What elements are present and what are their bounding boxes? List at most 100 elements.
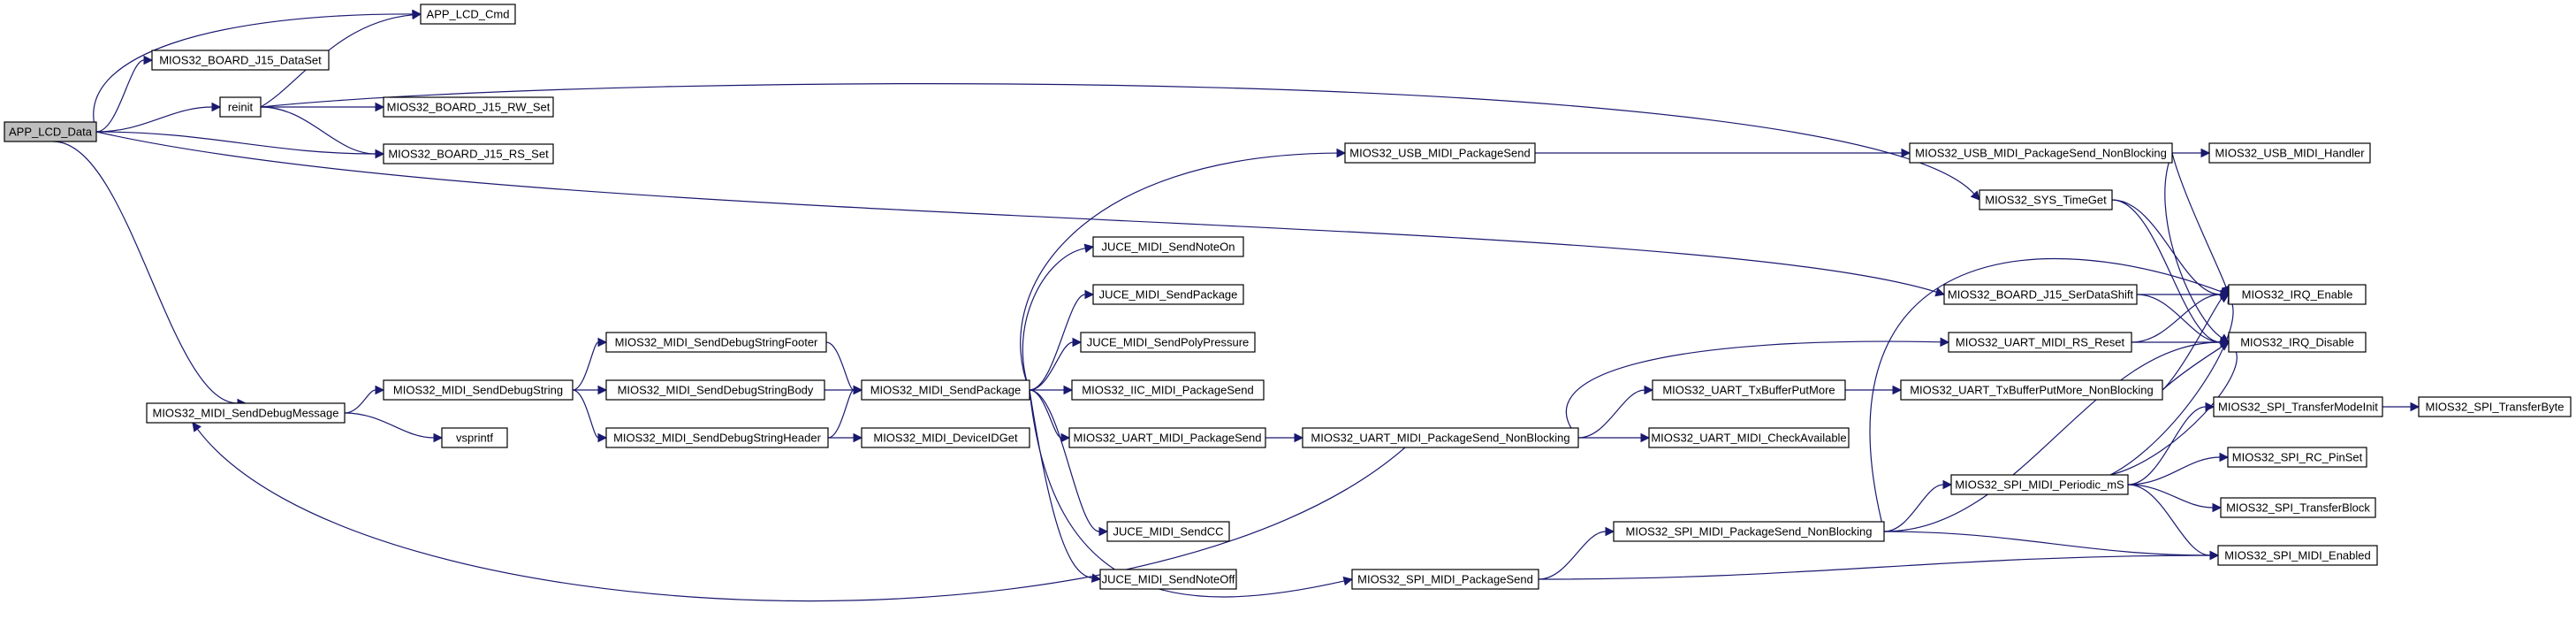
edge-app_lcd_data-to-j15_serdatashift — [95, 131, 1946, 297]
node-uart-tx-put-more[interactable]: MIOS32_UART_TxBufferPutMore — [1652, 379, 1846, 401]
node-send-debug-string[interactable]: MIOS32_MIDI_SendDebugString — [383, 379, 574, 401]
node-send-debug-message[interactable]: MIOS32_MIDI_SendDebugMessage — [146, 402, 346, 424]
node-debug-footer[interactable]: MIOS32_MIDI_SendDebugStringFooter — [605, 332, 827, 353]
edge-send_package-to-uart_package_send — [1029, 389, 1071, 443]
edge-spi_periodic-to-spi_rc_pinset — [2127, 452, 2230, 486]
node-debug-header[interactable]: MIOS32_MIDI_SendDebugStringHeader — [605, 427, 829, 448]
edge-send_debug_string-to-debug_body — [573, 385, 608, 395]
node-label: MIOS32_UART_TxBufferPutMore_NonBlocking — [1910, 384, 2154, 397]
node-uart-check-available[interactable]: MIOS32_UART_MIDI_CheckAvailable — [1648, 427, 1850, 448]
node-sys-time-get[interactable]: MIOS32_SYS_TimeGet — [1979, 189, 2113, 210]
node-spi-package-send-nb[interactable]: MIOS32_SPI_MIDI_PackageSend_NonBlocking — [1613, 521, 1885, 542]
node-label: MIOS32_USB_MIDI_PackageSend — [1349, 147, 1531, 160]
node-label: MIOS32_UART_MIDI_RS_Reset — [1956, 336, 2125, 349]
node-j15-dataset[interactable]: MIOS32_BOARD_J15_DataSet — [151, 50, 330, 71]
node-spi-transfer-byte[interactable]: MIOS32_SPI_TransferByte — [2418, 396, 2572, 417]
node-reinit[interactable]: reinit — [219, 96, 262, 118]
node-label: MIOS32_BOARD_J15_RW_Set — [387, 101, 551, 114]
node-box — [2208, 142, 2371, 164]
edge-debug_footer-to-send_package — [825, 341, 863, 395]
node-juce-poly[interactable]: JUCE_MIDI_SendPolyPressure — [1080, 332, 1256, 353]
node-spi-rc-pinset[interactable]: MIOS32_SPI_RC_PinSet — [2227, 447, 2367, 468]
node-label: MIOS32_BOARD_J15_RS_Set — [388, 148, 549, 161]
node-box — [383, 379, 574, 401]
edge-spi_periodic-to-spi_transfer_block — [2127, 484, 2223, 513]
node-box — [1900, 379, 2163, 401]
node-juce-note-on[interactable]: JUCE_MIDI_SendNoteOn — [1092, 236, 1244, 257]
node-app-lcd-data: APP_LCD_Data — [4, 121, 97, 142]
node-spi-transfer-block[interactable]: MIOS32_SPI_TransferBlock — [2220, 497, 2376, 518]
node-label: MIOS32_MIDI_SendDebugStringHeader — [613, 432, 822, 445]
call-edges — [52, 9, 2420, 602]
edge-app_lcd_data-to-j15_dataset — [95, 55, 154, 133]
node-uart-package-send-nb[interactable]: MIOS32_UART_MIDI_PackageSend_NonBlocking — [1302, 427, 1579, 448]
edge-uart_package_send_nb-to-uart_tx_put_more — [1577, 385, 1654, 439]
node-label: MIOS32_MIDI_SendDebugString — [393, 384, 563, 397]
node-box — [1071, 379, 1265, 401]
node-box — [441, 427, 508, 448]
edge-send_debug_string-to-debug_header — [572, 389, 608, 443]
node-label: MIOS32_SPI_MIDI_Periodic_mS — [1955, 478, 2124, 492]
node-label: APP_LCD_Data — [9, 126, 93, 139]
node-box — [151, 50, 330, 71]
node-label: JUCE_MIDI_SendNoteOff — [1102, 573, 1235, 586]
node-device-id-get[interactable]: MIOS32_MIDI_DeviceIDGet — [861, 427, 1030, 448]
node-uart-rs-reset[interactable]: MIOS32_UART_MIDI_RS_Reset — [1948, 332, 2132, 353]
node-box — [1351, 569, 1539, 590]
node-uart-package-send[interactable]: MIOS32_UART_MIDI_PackageSend — [1068, 427, 1266, 448]
edge-usb_package_send_nb-to-usb_handler — [2172, 148, 2211, 158]
node-spi-midi-enabled[interactable]: MIOS32_SPI_MIDI_Enabled — [2217, 545, 2378, 566]
node-label: MIOS32_BOARD_J15_DataSet — [159, 54, 322, 67]
node-label: MIOS32_SPI_TransferModeInit — [2218, 401, 2378, 414]
node-juce-package[interactable]: JUCE_MIDI_SendPackage — [1092, 284, 1244, 305]
node-label: MIOS32_MIDI_SendDebugMessage — [152, 407, 338, 420]
edge-spi_package_send-to-spi_package_send_nb — [1538, 526, 1615, 580]
node-uart-tx-put-more-nb[interactable]: MIOS32_UART_TxBufferPutMore_NonBlocking — [1900, 379, 2163, 401]
node-label: MIOS32_UART_MIDI_PackageSend_NonBlocking — [1311, 432, 1569, 445]
node-label: MIOS32_UART_TxBufferPutMore — [1662, 384, 1835, 397]
node-irq-enable[interactable]: MIOS32_IRQ_Enable — [2228, 284, 2367, 305]
node-j15-rw-set[interactable]: MIOS32_BOARD_J15_RW_Set — [383, 96, 554, 118]
node-box — [2213, 396, 2383, 417]
edge-uart_tx_put_more_nb-to-irq_disable — [2162, 341, 2230, 391]
node-debug-body[interactable]: MIOS32_MIDI_SendDebugStringBody — [605, 379, 825, 401]
node-app-lcd-cmd[interactable]: APP_LCD_Cmd — [420, 4, 516, 25]
node-iic-package-send[interactable]: MIOS32_IIC_MIDI_PackageSend — [1071, 379, 1265, 401]
node-label: MIOS32_UART_MIDI_PackageSend — [1074, 432, 1262, 445]
node-box — [2217, 545, 2378, 566]
node-box — [1948, 332, 2132, 353]
node-spi-package-send[interactable]: MIOS32_SPI_MIDI_PackageSend — [1351, 569, 1539, 590]
node-spi-transfer-mode-init[interactable]: MIOS32_SPI_TransferModeInit — [2213, 396, 2383, 417]
node-j15-rs-set[interactable]: MIOS32_BOARD_J15_RS_Set — [383, 143, 554, 164]
node-usb-package-send[interactable]: MIOS32_USB_MIDI_PackageSend — [1344, 142, 1536, 164]
edge-send_debug_message-to-send_debug_string — [344, 385, 385, 414]
node-label: reinit — [228, 101, 254, 114]
node-irq-disable[interactable]: MIOS32_IRQ_Disable — [2228, 332, 2367, 353]
node-label: JUCE_MIDI_SendNoteOn — [1101, 241, 1235, 254]
node-box — [605, 332, 827, 353]
edge-send_debug_string-to-debug_footer — [572, 337, 608, 391]
node-label: MIOS32_SPI_MIDI_Enabled — [2224, 549, 2370, 562]
edge-send_package-to-juce_note_on — [1022, 243, 1095, 391]
edge-uart_package_send-to-uart_package_send_nb — [1265, 432, 1304, 443]
node-usb-handler[interactable]: MIOS32_USB_MIDI_Handler — [2208, 142, 2371, 164]
edge-spi_periodic-to-spi_transfer_mode_init — [2127, 401, 2215, 486]
node-j15-serdatashift[interactable]: MIOS32_BOARD_J15_SerDataShift — [1943, 284, 2138, 305]
node-spi-periodic[interactable]: MIOS32_SPI_MIDI_Periodic_mS — [1950, 474, 2129, 495]
edge-send_package-to-juce_note_off — [1029, 389, 1102, 583]
node-box — [383, 143, 554, 164]
node-box — [1068, 427, 1266, 448]
node-send-package[interactable]: MIOS32_MIDI_SendPackage — [861, 379, 1030, 401]
node-juce-cc[interactable]: JUCE_MIDI_SendCC — [1106, 521, 1230, 542]
edge-sys_time_get-to-irq_enable — [2111, 199, 2230, 300]
node-label: MIOS32_IRQ_Disable — [2240, 336, 2354, 349]
edge-spi_package_send_nb-to-spi_periodic — [1883, 479, 1953, 532]
node-usb-package-send-nb[interactable]: MIOS32_USB_MIDI_PackageSend_NonBlocking — [1909, 142, 2173, 164]
node-juce-note-off[interactable]: JUCE_MIDI_SendNoteOff — [1099, 569, 1237, 590]
node-vsprintf[interactable]: vsprintf — [441, 427, 508, 448]
node-label: vsprintf — [456, 432, 493, 445]
node-label: JUCE_MIDI_SendPackage — [1099, 288, 1238, 302]
edge-usb_package_send-to-usb_package_send_nb — [1535, 148, 1911, 158]
node-label: MIOS32_MIDI_SendDebugStringFooter — [615, 336, 818, 349]
